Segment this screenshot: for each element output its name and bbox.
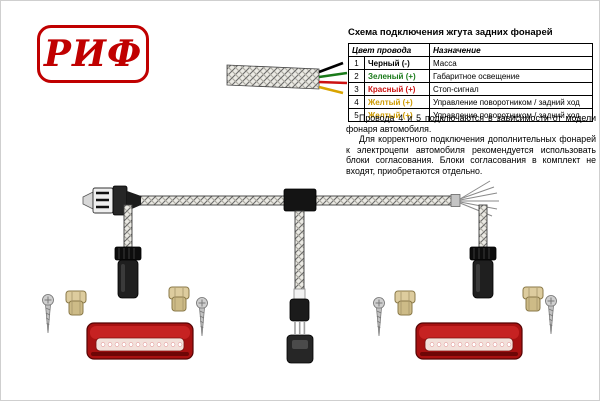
page-title: Схема подключения жгута задних фонарей [348, 27, 553, 38]
note-paragraph: Провода 4 и 5 подключаются в зависимости… [346, 113, 596, 134]
branch-cable-right [478, 204, 488, 248]
branch-connector-left [114, 246, 142, 299]
harness-right-wires [450, 180, 499, 217]
screw-icon [545, 295, 557, 335]
brand-logo: РИФ [37, 25, 149, 83]
table-row: 3 Красный (+) Стоп-сигнал [348, 82, 593, 96]
led-light-left [86, 322, 194, 360]
led-light-right [415, 322, 523, 360]
branch-cable-left [123, 204, 133, 248]
tee-splice [283, 188, 317, 212]
center-branch-cable [293, 210, 306, 300]
branch-connector-right [469, 246, 497, 299]
wire-purpose: Управление поворотником / задний ход [429, 108, 593, 122]
wire-color-table: Цвет провода Назначение 1 Черный (-) Мас… [348, 43, 593, 122]
note-paragraph: Для корректного подключения дополнительн… [346, 134, 596, 176]
notes-block: Провода 4 и 5 подключаются в зависимости… [346, 113, 596, 177]
table-row: 4 Желтый (+) Управление поворотником / з… [348, 95, 593, 109]
screw-icon [373, 297, 385, 337]
table-row: 2 Зеленый (+) Габаритное освещение [348, 69, 593, 83]
mounting-clip-icon [65, 290, 87, 316]
screw-icon [196, 297, 208, 337]
screw-icon [42, 294, 54, 334]
mounting-clip-icon [522, 286, 544, 312]
mounting-clip-icon [168, 286, 190, 312]
mounting-clip-icon [394, 290, 416, 316]
harness-left-connector [82, 185, 141, 216]
table-header-row: Цвет провода Назначение [348, 43, 593, 57]
brand-logo-text: РИФ [43, 33, 143, 75]
wire-colors-illustration [226, 61, 348, 95]
center-plug-connector [286, 298, 314, 364]
table-row: 5 Желтый (+) Управление поворотником / з… [348, 108, 593, 122]
